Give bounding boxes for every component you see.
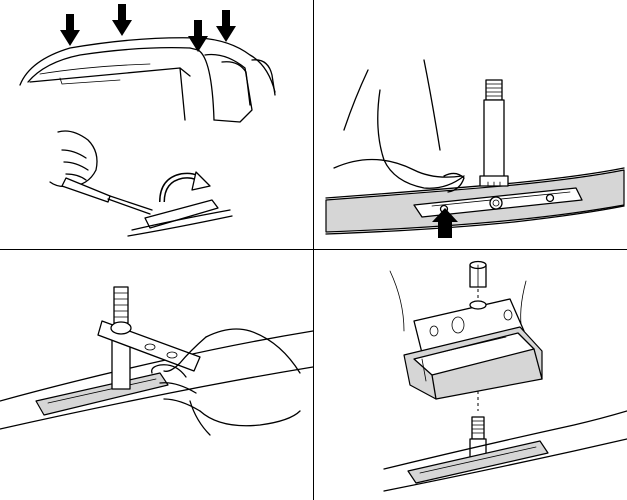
tightening-plate — [97, 320, 201, 372]
horizontal-divider — [0, 249, 627, 250]
rotate-arrow-icon — [159, 171, 211, 203]
panel-step-3 — [0, 251, 313, 500]
panel-step-1 — [0, 0, 313, 249]
panel-step-4 — [314, 251, 627, 500]
slide-plate — [407, 440, 549, 484]
panel-step-2 — [314, 0, 627, 249]
roof-rail — [383, 410, 627, 492]
hand-illustration — [333, 59, 465, 193]
hex-nut — [469, 260, 487, 288]
threaded-bolt — [479, 79, 509, 187]
mount-point-arrow-4 — [216, 10, 236, 42]
hand-illustration — [151, 328, 301, 436]
car-roof-illustration — [19, 37, 276, 123]
slide-plate — [35, 372, 169, 416]
rail-cover-strip — [127, 199, 233, 237]
slide-plate — [413, 187, 583, 218]
foot-pad-rubber — [403, 326, 543, 400]
hand-with-screwdriver-illustration — [49, 130, 153, 215]
mount-point-arrow-2 — [112, 4, 132, 36]
push-up-arrow-icon — [432, 208, 458, 238]
mount-point-arrow-3 — [188, 20, 208, 52]
vertical-divider — [313, 0, 314, 500]
mount-point-arrow-1 — [60, 14, 80, 46]
